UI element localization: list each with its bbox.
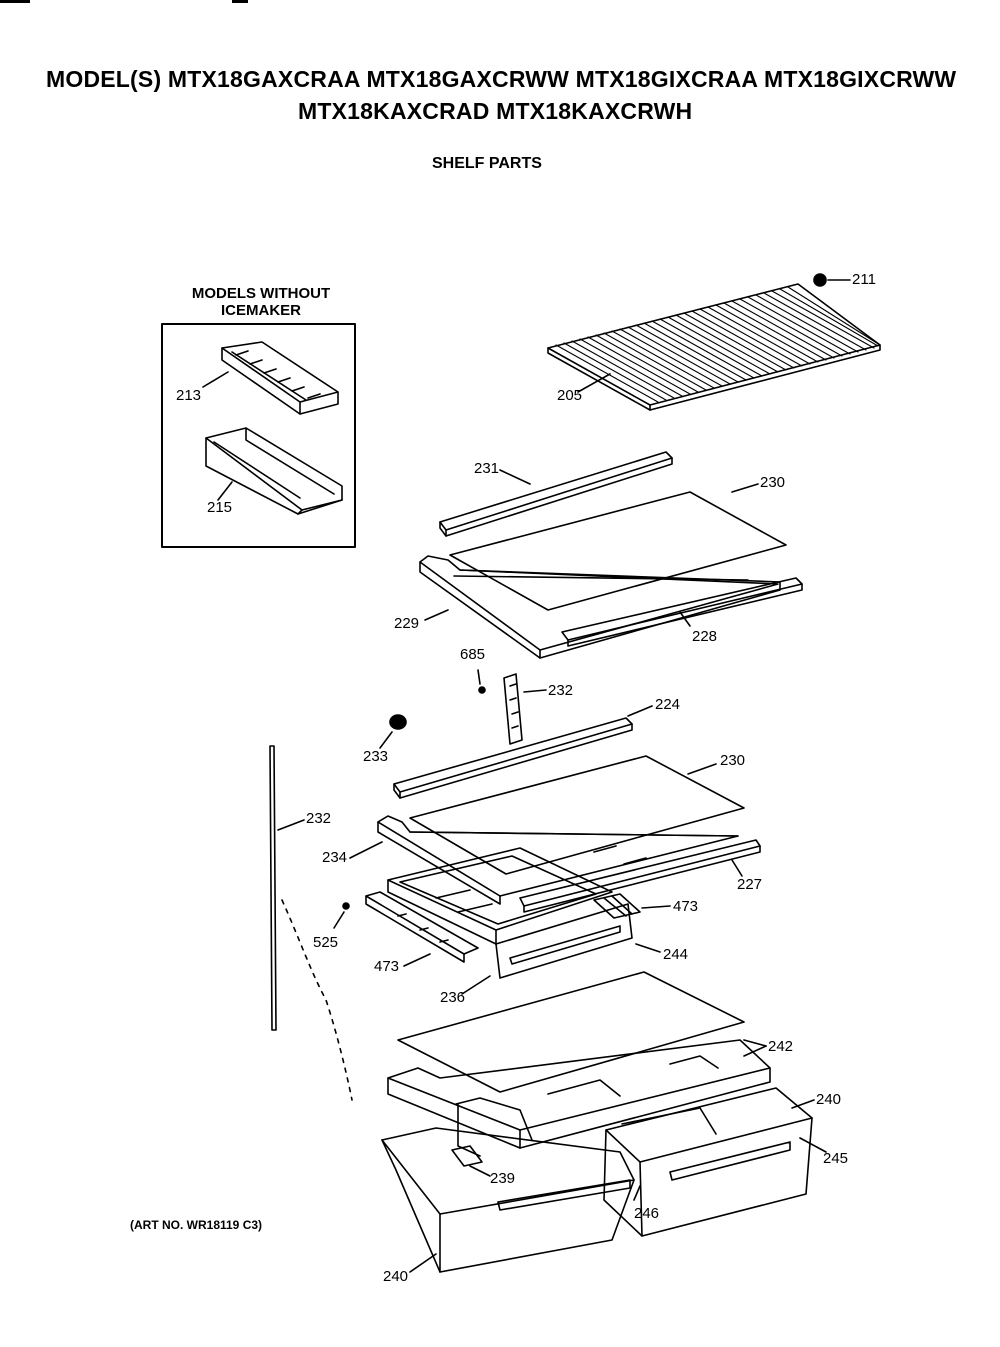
shelf-frame-229 — [419, 555, 781, 659]
callout-245: 245 — [823, 1150, 849, 1167]
callout-232-upper: 232 — [548, 682, 574, 699]
callout-224: 224 — [655, 696, 681, 713]
knob-233 — [389, 714, 407, 730]
section-title: SHELF PARTS — [432, 155, 542, 172]
rear-trim-228 — [561, 577, 803, 647]
art-number: (ART NO. WR18119 C3) — [130, 1218, 263, 1232]
screw-685 — [478, 686, 486, 694]
glass-shelf-230-upper — [449, 491, 787, 611]
callout-233: 233 — [363, 748, 389, 765]
callout-230-upper: 230 — [760, 474, 786, 491]
inset-box — [161, 323, 356, 548]
callout-244: 244 — [663, 946, 689, 963]
callout-240-left: 240 — [383, 1268, 409, 1285]
callout-239: 239 — [490, 1170, 516, 1187]
ice-bin-215 — [205, 427, 343, 515]
inset-title-line-1: MODELS WITHOUT — [191, 285, 331, 302]
callout-246: 246 — [634, 1205, 660, 1222]
callout-211: 211 — [852, 271, 876, 288]
callout-473-right: 473 — [673, 898, 699, 915]
crisper-drawer-240-right — [603, 1087, 813, 1237]
glass-cover-242 — [387, 971, 771, 1149]
rear-trim-227 — [519, 839, 761, 913]
callout-473-left: 473 — [374, 958, 400, 975]
callout-242: 242 — [768, 1038, 794, 1055]
models-line-1: MODEL(S) MTX18GAXCRAA MTX18GAXCRWW MTX18… — [46, 66, 957, 92]
callout-236: 236 — [440, 989, 466, 1006]
callout-230-lower: 230 — [720, 752, 746, 769]
front-trim-231 — [439, 451, 673, 537]
callout-205: 205 — [557, 387, 583, 404]
glass-shelf-230-lower — [409, 755, 745, 875]
callout-232-lower: 232 — [306, 810, 332, 827]
pan-cover-frame-236 — [387, 847, 613, 945]
callout-240-right: 240 — [816, 1091, 842, 1108]
callout-231: 231 — [474, 460, 500, 477]
scan-artifact-left — [0, 0, 30, 3]
callout-229: 229 — [394, 615, 420, 632]
bracket-232-upper — [503, 673, 523, 745]
models-line-2: MTX18KAXCRAD MTX18KAXCRWH — [298, 98, 693, 124]
wire-shelf-205 — [547, 283, 881, 411]
callout-215: 215 — [207, 499, 233, 516]
front-trim-224 — [393, 717, 633, 799]
slide-473-left — [365, 891, 479, 963]
callout-525: 525 — [313, 934, 339, 951]
callout-685: 685 — [460, 646, 486, 663]
screw-525 — [342, 902, 350, 910]
inset-title-line-2: ICEMAKER — [220, 302, 301, 319]
pan-cover-front-244 — [495, 903, 633, 979]
scan-artifact-mid — [232, 0, 248, 3]
callout-234: 234 — [322, 849, 348, 866]
callout-228: 228 — [692, 628, 718, 645]
slide-473-right — [593, 893, 641, 919]
divider-239 — [451, 1145, 483, 1167]
callout-227: 227 — [737, 876, 763, 893]
ice-tray-213 — [221, 341, 339, 415]
rail-232-lower — [269, 745, 277, 1031]
crisper-drawer-240-left — [381, 1097, 635, 1273]
callout-213: 213 — [176, 387, 202, 404]
wire-shelf-cap-211 — [813, 273, 827, 287]
